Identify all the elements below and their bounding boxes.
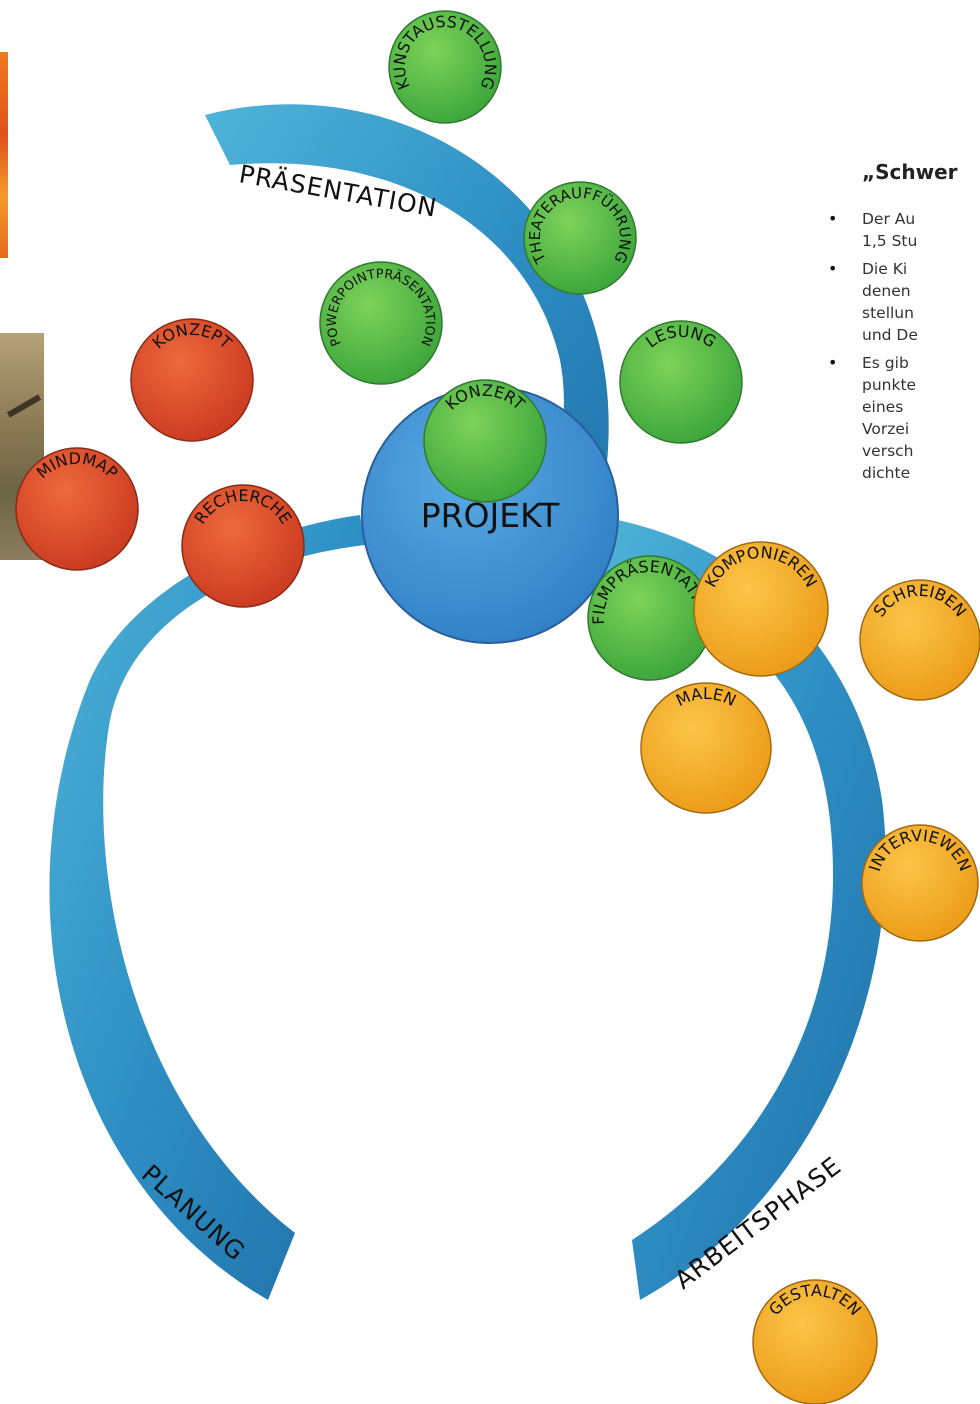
side-line: und De xyxy=(862,326,918,344)
yellow-bubble: GESTALTEN xyxy=(752,1279,878,1404)
yellow-bubble-circle xyxy=(861,824,979,942)
green-bubble-circle xyxy=(388,10,502,124)
red-bubble-circle xyxy=(15,447,139,571)
side-line: stellun xyxy=(862,304,914,322)
green-bubble-circle xyxy=(523,181,637,295)
green-bubble: THEATERAUFFÜHRUNG xyxy=(523,181,637,295)
arc-praesentation xyxy=(205,104,609,621)
side-list-item: Die Ki denen stellun und De xyxy=(824,258,980,346)
yellow-bubble: KOMPONIEREN xyxy=(693,541,829,677)
photo-cropped-orange xyxy=(0,52,8,258)
green-bubble: POWERPOINTPRÄSENTATION xyxy=(319,261,443,385)
green-bubble: LESUNG xyxy=(619,320,743,444)
yellow-bubble-circle xyxy=(859,579,980,701)
arc-planung xyxy=(49,515,365,1300)
green-bubble-circle xyxy=(423,379,547,503)
yellow-bubble-circle xyxy=(752,1279,878,1404)
side-title: „Schwer xyxy=(862,160,958,184)
green-bubble: FILMPRÄSENTATION xyxy=(587,555,713,681)
yellow-bubble: SCHREIBEN xyxy=(859,579,980,701)
yellow-bubble-circle xyxy=(640,682,772,814)
side-list-item: Der Au 1,5 Stu xyxy=(824,208,980,252)
side-line: denen xyxy=(862,282,911,300)
side-line: dichte xyxy=(862,464,911,482)
arc-arbeitsphase xyxy=(590,515,886,1300)
red-bubble: KONZEPT xyxy=(130,318,254,442)
green-bubble: KONZERT xyxy=(423,379,547,503)
side-text: „Schwer Der Au 1,5 StuDie Ki denen stellun u… xyxy=(824,160,980,490)
green-bubble: KUNSTAUSSTELLUNG xyxy=(388,10,502,124)
red-bubble-circle xyxy=(181,484,305,608)
side-line: punkte xyxy=(862,376,917,394)
red-bubble: MINDMAP xyxy=(15,447,139,571)
side-line: eines xyxy=(862,398,904,416)
side-line: 1,5 Stu xyxy=(862,232,918,250)
side-line: versch xyxy=(862,442,914,460)
red-bubble-circle xyxy=(130,318,254,442)
side-line: Die Ki xyxy=(862,260,908,278)
side-line: Der Au xyxy=(862,210,916,228)
side-list: Der Au 1,5 StuDie Ki denen stellun und De Es … xyxy=(824,208,980,484)
green-bubble-circle xyxy=(619,320,743,444)
yellow-bubble-circle xyxy=(693,541,829,677)
side-line: Es gib xyxy=(862,354,909,372)
yellow-bubble: MALEN xyxy=(640,682,772,814)
green-bubble-circle xyxy=(319,261,443,385)
yellow-bubble: INTERVIEWEN xyxy=(861,824,979,942)
red-bubble: RECHERCHE xyxy=(181,484,305,608)
side-line: Vorzei xyxy=(862,420,910,438)
